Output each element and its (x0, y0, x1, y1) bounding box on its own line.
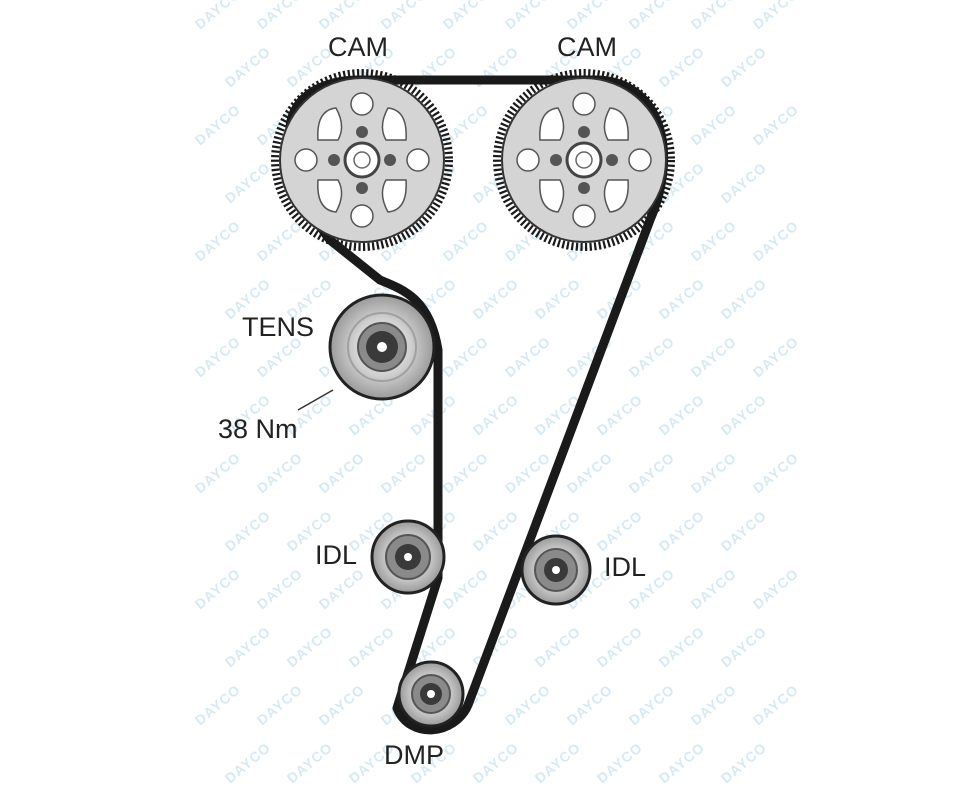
svg-text:DAYCO: DAYCO (440, 565, 492, 612)
svg-text:DAYCO: DAYCO (192, 217, 244, 264)
svg-text:DAYCO: DAYCO (440, 0, 492, 32)
svg-text:DAYCO: DAYCO (750, 101, 802, 148)
svg-text:DAYCO: DAYCO (688, 217, 740, 264)
svg-text:DAYCO: DAYCO (440, 333, 492, 380)
svg-text:DAYCO: DAYCO (222, 159, 274, 206)
svg-text:DAYCO: DAYCO (254, 681, 306, 728)
svg-text:DAYCO: DAYCO (688, 333, 740, 380)
svg-text:DAYCO: DAYCO (688, 0, 740, 32)
svg-text:DAYCO: DAYCO (470, 507, 522, 554)
svg-text:DAYCO: DAYCO (750, 449, 802, 496)
svg-text:DAYCO: DAYCO (750, 565, 802, 612)
svg-text:DAYCO: DAYCO (254, 449, 306, 496)
svg-text:DAYCO: DAYCO (750, 333, 802, 380)
svg-text:DAYCO: DAYCO (656, 507, 708, 554)
svg-text:DAYCO: DAYCO (192, 449, 244, 496)
svg-text:DAYCO: DAYCO (222, 507, 274, 554)
svg-text:DAYCO: DAYCO (594, 507, 646, 554)
svg-text:DAYCO: DAYCO (750, 681, 802, 728)
svg-text:DAYCO: DAYCO (284, 739, 336, 786)
svg-text:DAYCO: DAYCO (718, 391, 770, 438)
svg-text:DAYCO: DAYCO (718, 623, 770, 670)
svg-text:DAYCO: DAYCO (718, 159, 770, 206)
svg-text:DAYCO: DAYCO (222, 623, 274, 670)
svg-text:DAYCO: DAYCO (594, 623, 646, 670)
cam-sprocket-right-teeth (493, 69, 675, 251)
idler-left-label: IDL (315, 540, 358, 570)
svg-text:DAYCO: DAYCO (192, 565, 244, 612)
damper-label: DMP (384, 740, 444, 770)
svg-text:DAYCO: DAYCO (346, 623, 398, 670)
svg-text:DAYCO: DAYCO (656, 275, 708, 322)
cam-right-label: CAM (557, 32, 617, 62)
svg-text:DAYCO: DAYCO (192, 0, 244, 32)
svg-text:DAYCO: DAYCO (594, 739, 646, 786)
svg-text:DAYCO: DAYCO (316, 565, 368, 612)
svg-text:DAYCO: DAYCO (718, 507, 770, 554)
svg-text:DAYCO: DAYCO (222, 43, 274, 90)
svg-text:DAYCO: DAYCO (440, 449, 492, 496)
damper-pulley (397, 660, 465, 728)
svg-text:DAYCO: DAYCO (564, 0, 616, 32)
svg-text:DAYCO: DAYCO (254, 0, 306, 32)
svg-text:DAYCO: DAYCO (688, 681, 740, 728)
svg-text:DAYCO: DAYCO (750, 217, 802, 264)
svg-text:DAYCO: DAYCO (750, 0, 802, 32)
svg-text:DAYCO: DAYCO (470, 275, 522, 322)
svg-text:DAYCO: DAYCO (502, 681, 554, 728)
svg-text:DAYCO: DAYCO (626, 0, 678, 32)
svg-text:DAYCO: DAYCO (564, 449, 616, 496)
svg-text:DAYCO: DAYCO (656, 623, 708, 670)
svg-text:DAYCO: DAYCO (564, 681, 616, 728)
tensioner-pulley (328, 293, 436, 401)
svg-text:DAYCO: DAYCO (254, 565, 306, 612)
svg-text:DAYCO: DAYCO (532, 623, 584, 670)
svg-text:DAYCO: DAYCO (656, 43, 708, 90)
svg-text:DAYCO: DAYCO (626, 449, 678, 496)
svg-text:DAYCO: DAYCO (222, 739, 274, 786)
idler-pulley-left (370, 519, 446, 595)
svg-text:DAYCO: DAYCO (284, 623, 336, 670)
svg-text:DAYCO: DAYCO (718, 275, 770, 322)
svg-text:DAYCO: DAYCO (626, 681, 678, 728)
svg-text:DAYCO: DAYCO (502, 0, 554, 32)
svg-text:DAYCO: DAYCO (532, 275, 584, 322)
svg-text:DAYCO: DAYCO (378, 449, 430, 496)
svg-text:DAYCO: DAYCO (688, 449, 740, 496)
torque-leader-line (297, 389, 334, 411)
svg-text:DAYCO: DAYCO (594, 391, 646, 438)
cam-sprocket-left (271, 69, 453, 251)
svg-text:DAYCO: DAYCO (656, 739, 708, 786)
svg-text:DAYCO: DAYCO (440, 101, 492, 148)
svg-text:DAYCO: DAYCO (718, 43, 770, 90)
svg-text:DAYCO: DAYCO (532, 739, 584, 786)
idler-right-label: IDL (604, 552, 647, 582)
svg-text:DAYCO: DAYCO (502, 333, 554, 380)
svg-text:DAYCO: DAYCO (254, 217, 306, 264)
svg-text:DAYCO: DAYCO (192, 333, 244, 380)
cam-left-label: CAM (328, 32, 388, 62)
svg-text:DAYCO: DAYCO (440, 217, 492, 264)
idler-pulley-right (520, 534, 592, 606)
svg-text:DAYCO: DAYCO (378, 0, 430, 32)
svg-text:DAYCO: DAYCO (688, 565, 740, 612)
tensioner-label: TENS (242, 312, 315, 342)
cam-sprocket-left-teeth (271, 69, 453, 251)
svg-text:DAYCO: DAYCO (470, 739, 522, 786)
cam-sprocket-right (493, 69, 675, 251)
svg-text:DAYCO: DAYCO (316, 449, 368, 496)
svg-text:DAYCO: DAYCO (192, 681, 244, 728)
svg-text:DAYCO: DAYCO (192, 101, 244, 148)
svg-text:DAYCO: DAYCO (656, 391, 708, 438)
svg-text:DAYCO: DAYCO (316, 0, 368, 32)
svg-text:DAYCO: DAYCO (718, 739, 770, 786)
svg-text:DAYCO: DAYCO (626, 333, 678, 380)
svg-text:DAYCO: DAYCO (316, 681, 368, 728)
svg-text:DAYCO: DAYCO (470, 391, 522, 438)
svg-text:DAYCO: DAYCO (688, 101, 740, 148)
torque-label: 38 Nm (218, 414, 298, 444)
